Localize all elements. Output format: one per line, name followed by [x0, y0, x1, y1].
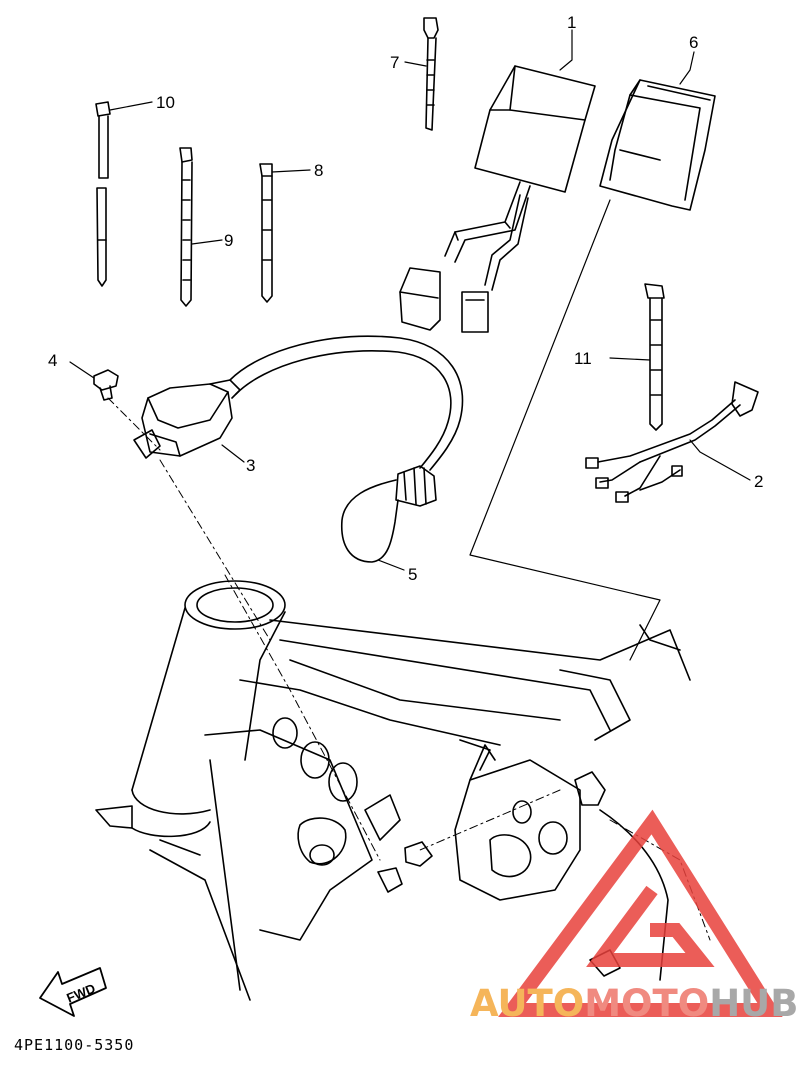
callout-6: 6 — [689, 33, 698, 52]
part-3-ignition-coil — [133, 335, 464, 471]
part-6-cover — [599, 79, 716, 211]
part-11-cable-tie — [644, 283, 665, 431]
part-2-wire-harness — [585, 381, 759, 503]
part-9-cable-tie — [179, 147, 193, 307]
part-7-cable-tie — [423, 17, 439, 131]
watermark-logo — [498, 809, 783, 1017]
callout-numbers: 1 6 7 10 8 9 11 4 3 2 5 — [48, 13, 763, 584]
part-8-cable-tie — [259, 163, 273, 303]
callout-4: 4 — [48, 351, 57, 370]
callout-10: 10 — [156, 93, 175, 112]
callout-11: 11 — [574, 349, 592, 368]
brand-hub: HUB — [709, 982, 799, 1025]
brand-auto: AUTO — [470, 982, 585, 1025]
assembly-line-6 — [469, 199, 661, 661]
watermark-brand: AUTOMOTOHUB — [470, 984, 798, 1024]
part-1-cdi-unit — [399, 65, 596, 333]
part-10-cable-tie — [95, 101, 111, 287]
callout-7: 7 — [390, 53, 399, 72]
frame — [95, 580, 691, 1001]
callout-1: 1 — [567, 13, 576, 32]
part-5-plug-cap — [340, 465, 437, 563]
diagram-code: 4PE1100-5350 — [14, 1036, 135, 1054]
assembly-dash-lines — [107, 397, 711, 941]
callout-9: 9 — [224, 231, 233, 250]
fwd-arrow: FWD — [39, 967, 107, 1017]
callout-5: 5 — [408, 565, 417, 584]
brand-moto: MOTO — [584, 982, 710, 1025]
callout-2: 2 — [754, 472, 763, 491]
callout-3: 3 — [246, 456, 255, 475]
part-4-screw — [93, 369, 119, 401]
callout-8: 8 — [314, 161, 323, 180]
callout-leaders — [69, 29, 751, 571]
